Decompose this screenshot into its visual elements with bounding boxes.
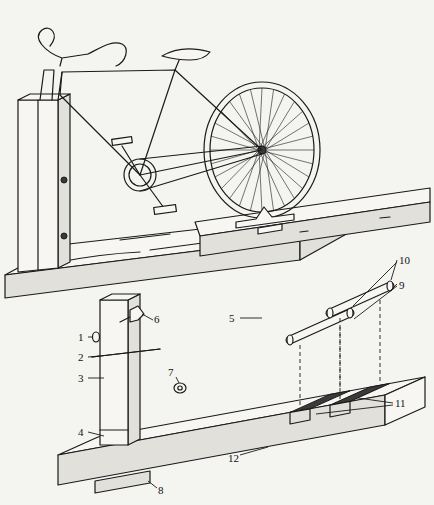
spoke [259,150,262,212]
spoke [250,150,265,210]
callout-number: 1 [78,331,84,343]
fork-post [18,70,70,272]
callout-number: 3 [78,372,84,384]
callout-number: 9 [399,279,405,291]
leader-lines [88,260,397,488]
callout-number: 6 [154,313,160,325]
foot-block [95,471,150,493]
callout-number: 11 [395,397,406,409]
rollers [287,281,393,408]
wheel-beam [195,188,430,256]
callout-number: 2 [78,351,84,363]
bicycle [39,28,320,218]
spoke [259,136,313,150]
callout-number: 12 [228,452,239,464]
spoke [259,88,262,150]
spoke [259,94,285,150]
spoke [221,150,259,189]
wheel-clamp [236,207,294,234]
callout-number: 4 [78,426,84,438]
spoke [265,123,309,150]
spoke [265,150,314,151]
spoke [265,102,294,150]
spoke [265,150,294,198]
spoke [265,150,274,210]
callout-number: 8 [158,484,164,496]
callout-number: 5 [229,312,235,324]
callout-number: 7 [168,366,174,378]
post-hardware [92,306,186,393]
callout-number: 10 [399,254,410,266]
spoke [239,94,259,150]
spoke [265,150,309,177]
